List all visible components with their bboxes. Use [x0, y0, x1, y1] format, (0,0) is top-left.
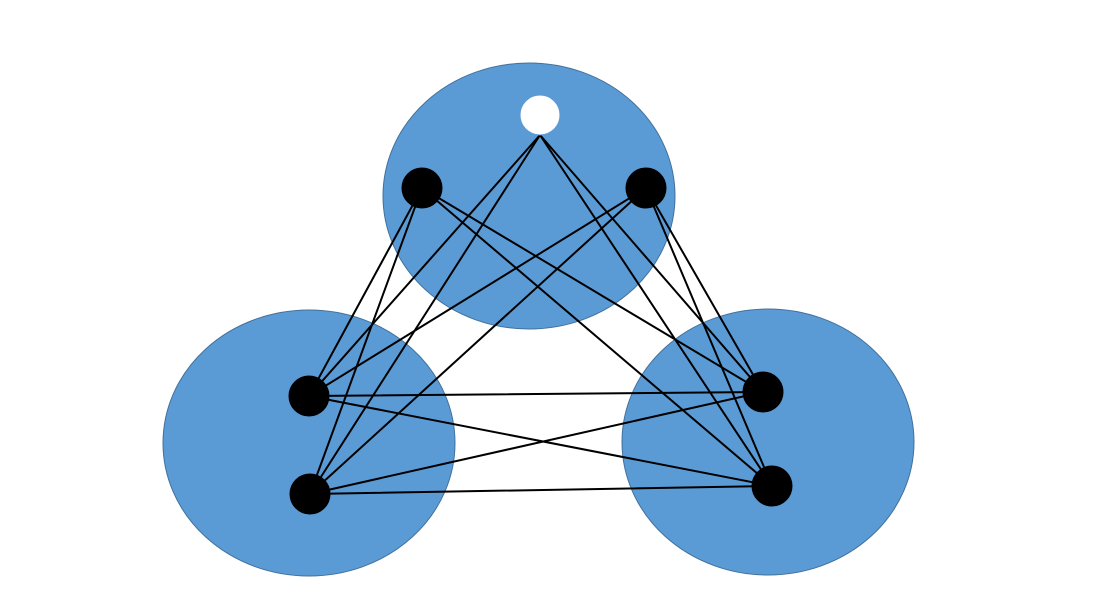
vertex-l2 [289, 473, 331, 515]
edge-l1-r2 [308, 395, 773, 487]
vertex-r2 [751, 465, 793, 507]
edge-t2-l2 [309, 187, 647, 495]
edge-t2-l1 [308, 187, 647, 397]
vertex-t2 [625, 167, 667, 209]
vertex-l1 [288, 375, 330, 417]
edge-t0-r1 [539, 134, 764, 393]
edge-t1-r2 [421, 187, 773, 487]
edge-t2-r2 [645, 187, 773, 487]
edge-t1-l2 [309, 187, 423, 495]
edges-layer [308, 134, 773, 495]
cluster-top [382, 62, 676, 330]
clusters-layer [162, 62, 915, 577]
cluster-right [621, 308, 915, 576]
vertex-t1 [401, 167, 443, 209]
edge-t0-l2 [309, 134, 541, 495]
vertex-r1 [742, 371, 784, 413]
edge-t1-r1 [421, 187, 764, 393]
edge-l2-r1 [309, 391, 764, 495]
edge-l1-r1 [308, 391, 764, 397]
edge-t2-r1 [645, 187, 764, 393]
edge-t0-l1 [308, 134, 541, 397]
edge-l2-r2 [309, 485, 773, 495]
edge-t1-l1 [308, 187, 423, 397]
cluster-left [162, 309, 456, 577]
vertices-layer [288, 94, 793, 515]
edge-t0-r2 [539, 134, 773, 487]
vertex-t0-hollow [519, 94, 561, 136]
